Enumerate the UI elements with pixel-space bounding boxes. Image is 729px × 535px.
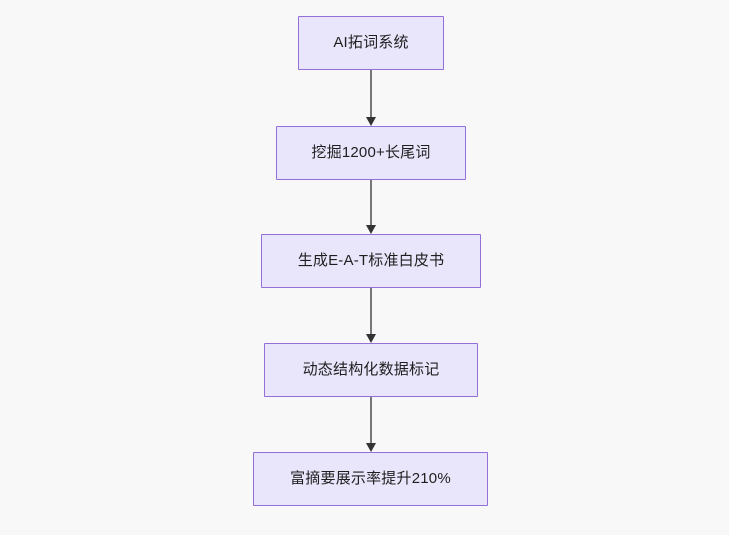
- flow-node-label: 富摘要展示率提升210%: [290, 470, 451, 487]
- flow-node-3[interactable]: 生成E-A-T标准白皮书: [261, 234, 481, 288]
- flow-node-5[interactable]: 富摘要展示率提升210%: [253, 452, 488, 506]
- flow-node-label: AI拓词系统: [333, 34, 409, 51]
- edge-line: [370, 180, 372, 226]
- arrowhead-icon: [366, 334, 376, 343]
- edge-line: [370, 288, 372, 335]
- flow-node-1[interactable]: AI拓词系统: [298, 16, 444, 70]
- flow-node-2[interactable]: 挖掘1200+长尾词: [276, 126, 466, 180]
- edge-line: [370, 70, 372, 118]
- flow-node-label: 生成E-A-T标准白皮书: [297, 252, 445, 269]
- arrowhead-icon: [366, 443, 376, 452]
- flow-node-label: 动态结构化数据标记: [302, 361, 440, 378]
- flow-node-4[interactable]: 动态结构化数据标记: [264, 343, 478, 397]
- flow-edge: [361, 288, 381, 343]
- arrowhead-icon: [366, 225, 376, 234]
- flow-node-label: 挖掘1200+长尾词: [311, 144, 431, 161]
- flow-edge: [361, 397, 381, 452]
- arrowhead-icon: [366, 117, 376, 126]
- flow-edge: [361, 70, 381, 126]
- flow-edge: [361, 180, 381, 234]
- edge-line: [370, 397, 372, 444]
